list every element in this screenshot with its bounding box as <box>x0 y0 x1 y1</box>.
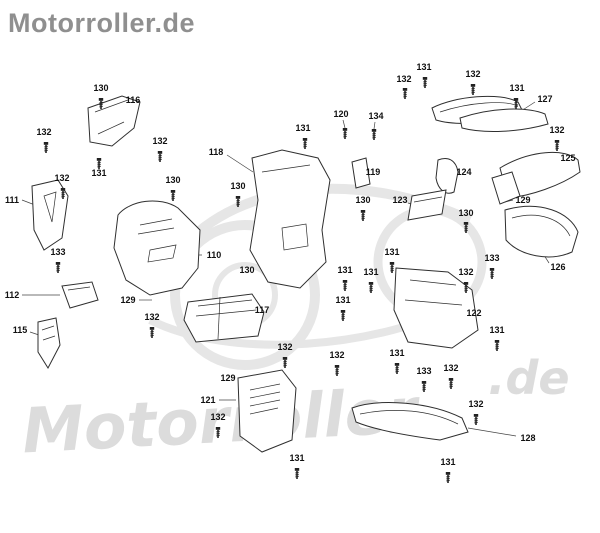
brand-logo: Motorroller.de <box>8 8 196 38</box>
part-124-drawing <box>435 158 459 194</box>
screw-icon <box>401 87 409 100</box>
part-117-drawing <box>183 293 265 343</box>
part-116-drawing <box>87 95 141 147</box>
screw-icon <box>157 150 163 163</box>
screw-icon <box>493 339 501 352</box>
watermark-suffix: .de <box>488 351 570 405</box>
screw-icon <box>96 157 102 170</box>
screw-icon <box>301 137 309 150</box>
screw-icon <box>333 364 341 377</box>
part-112-drawing <box>61 281 99 309</box>
screw-icon <box>367 281 375 294</box>
bolt-120-icon <box>341 127 349 140</box>
screw-icon <box>341 279 349 292</box>
screw-icon <box>293 467 301 480</box>
part-119-drawing <box>351 157 371 189</box>
screw-icon <box>444 471 452 484</box>
screw-icon <box>472 413 480 426</box>
part-121-drawing <box>237 369 297 453</box>
bolt-134-icon <box>370 128 378 141</box>
screw-icon <box>388 261 396 274</box>
screw-icon <box>421 76 429 89</box>
screw-icon <box>170 189 176 202</box>
screw-icon <box>488 267 496 280</box>
screw-icon <box>54 261 62 274</box>
part-110-drawing <box>113 200 201 296</box>
screw-icon <box>339 309 347 322</box>
screw-icon <box>393 362 401 375</box>
part-115-drawing <box>37 317 61 370</box>
screw-icon <box>420 380 428 393</box>
part-127-drawing <box>431 95 549 132</box>
part-123-drawing <box>407 189 447 221</box>
screw-icon <box>553 139 561 152</box>
screw-icon <box>42 141 50 154</box>
screw-icon <box>359 209 367 222</box>
part-118-drawing <box>249 149 331 289</box>
part-111-drawing <box>31 179 69 251</box>
screw-icon <box>447 377 455 390</box>
screw-icon <box>469 83 477 96</box>
part-122-drawing <box>393 267 479 349</box>
screw-icon <box>149 326 155 339</box>
part-125-126-129-drawing <box>491 151 581 258</box>
part-128-drawing <box>351 402 469 441</box>
screw-icon <box>281 356 289 369</box>
